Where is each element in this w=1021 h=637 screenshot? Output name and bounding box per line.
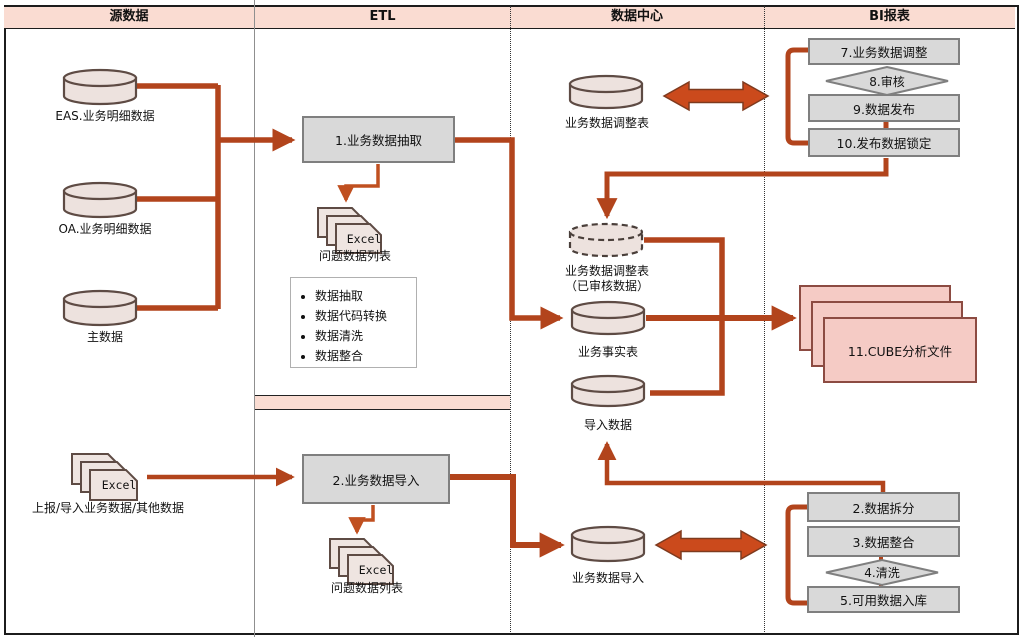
bracket-bi-import-flow bbox=[785, 504, 808, 606]
label-oa-db: OA.业务明细数据 bbox=[58, 222, 152, 236]
process-box-split: 2.数据拆分 bbox=[807, 492, 960, 522]
lane-header-band bbox=[4, 5, 1015, 29]
arrow-bi-to-imported-data bbox=[597, 441, 886, 492]
label-problem-list-bottom: 问题数据列表 bbox=[330, 581, 403, 595]
label-problem-list-top: 问题数据列表 bbox=[318, 249, 391, 263]
etl-step-item: 数据抽取 bbox=[315, 286, 416, 306]
label-adjust-table: 业务数据调整表 bbox=[564, 116, 649, 130]
process-box-integrate: 3.数据整合 bbox=[807, 526, 960, 557]
label-fact-table: 业务事实表 bbox=[577, 345, 638, 359]
excel-card-label: Excel bbox=[101, 478, 137, 492]
excel-stack-icon-problem-top bbox=[317, 207, 382, 254]
label-reviewed-table: 业务数据调整表 （已审核数据） bbox=[539, 264, 675, 294]
etl-step-item: 数据代码转换 bbox=[315, 306, 416, 326]
label-imported-data: 导入数据 bbox=[583, 418, 632, 432]
label-reviewed-line2: （已审核数据） bbox=[564, 279, 649, 293]
double-arrow-import-table bbox=[654, 529, 768, 561]
label-master-db: 主数据 bbox=[86, 330, 123, 344]
database-cylinder-adjust-table bbox=[568, 74, 644, 110]
process-box-lock: 10.发布数据锁定 bbox=[808, 128, 960, 157]
etl-step-item: 数据整合 bbox=[315, 346, 416, 366]
arrow-extract-to-fact-table bbox=[455, 137, 564, 330]
arrow-lock-to-reviewed-table bbox=[596, 158, 889, 220]
bracket-bi-adjust-flow bbox=[785, 47, 808, 146]
excel-stack-icon-problem-bottom bbox=[329, 538, 394, 585]
source-trunk-line bbox=[137, 83, 221, 311]
excel-card-label: Excel bbox=[358, 562, 394, 577]
arrow-import-box-to-import-table bbox=[450, 474, 565, 558]
cube-files-label: 11.CUBE分析文件 bbox=[847, 343, 953, 359]
decision-review-label: 8.审核 bbox=[869, 74, 905, 89]
database-cylinder-import-table bbox=[570, 525, 646, 563]
database-cylinder-fact-table bbox=[570, 300, 646, 336]
process-box-extract: 1.业务数据抽取 bbox=[302, 116, 455, 163]
line-reviewed-to-imported bbox=[644, 237, 725, 396]
lane-header-source: 源数据 bbox=[109, 9, 149, 24]
label-upload-source: 上报/导入业务数据/其他数据 bbox=[31, 501, 185, 515]
arrow-import-to-problem-list bbox=[348, 505, 375, 535]
decision-diamond-clean bbox=[825, 558, 939, 587]
excel-stack-icon-source bbox=[71, 453, 138, 501]
database-cylinder-master bbox=[62, 289, 138, 327]
lane-header-etl: ETL bbox=[369, 9, 396, 24]
lane-header-datacenter: 数据中心 bbox=[610, 9, 663, 24]
database-cylinder-imported-data bbox=[570, 374, 646, 408]
decision-diamond-review bbox=[825, 65, 949, 97]
database-cylinder-oa bbox=[62, 181, 138, 219]
label-eas-db: EAS.业务明细数据 bbox=[55, 109, 155, 123]
process-box-import: 2.业务数据导入 bbox=[302, 454, 450, 504]
lane-header-bi: BI报表 bbox=[869, 9, 910, 24]
double-arrow-adjust-table bbox=[662, 80, 770, 112]
database-cylinder-eas bbox=[62, 68, 138, 106]
etl-steps-list: 数据抽取 数据代码转换 数据清洗 数据整合 bbox=[290, 277, 417, 368]
etl-step-item: 数据清洗 bbox=[315, 326, 416, 346]
arrow-extract-to-problem-list bbox=[337, 164, 380, 203]
label-import-table: 业务数据导入 bbox=[571, 571, 644, 585]
process-box-store: 5.可用数据入库 bbox=[807, 586, 960, 613]
excel-card-label: Excel bbox=[346, 231, 382, 246]
cube-file-stack bbox=[799, 285, 977, 383]
decision-clean-label: 4.清洗 bbox=[864, 566, 900, 580]
process-box-adjust: 7.业务数据调整 bbox=[808, 38, 960, 65]
label-reviewed-line1: 业务数据调整表 bbox=[564, 264, 649, 278]
process-box-publish: 9.数据发布 bbox=[808, 94, 960, 122]
etl-lane-divider-band bbox=[255, 395, 510, 410]
lane-separator-1 bbox=[254, 0, 255, 637]
database-cylinder-reviewed-table bbox=[568, 222, 644, 258]
